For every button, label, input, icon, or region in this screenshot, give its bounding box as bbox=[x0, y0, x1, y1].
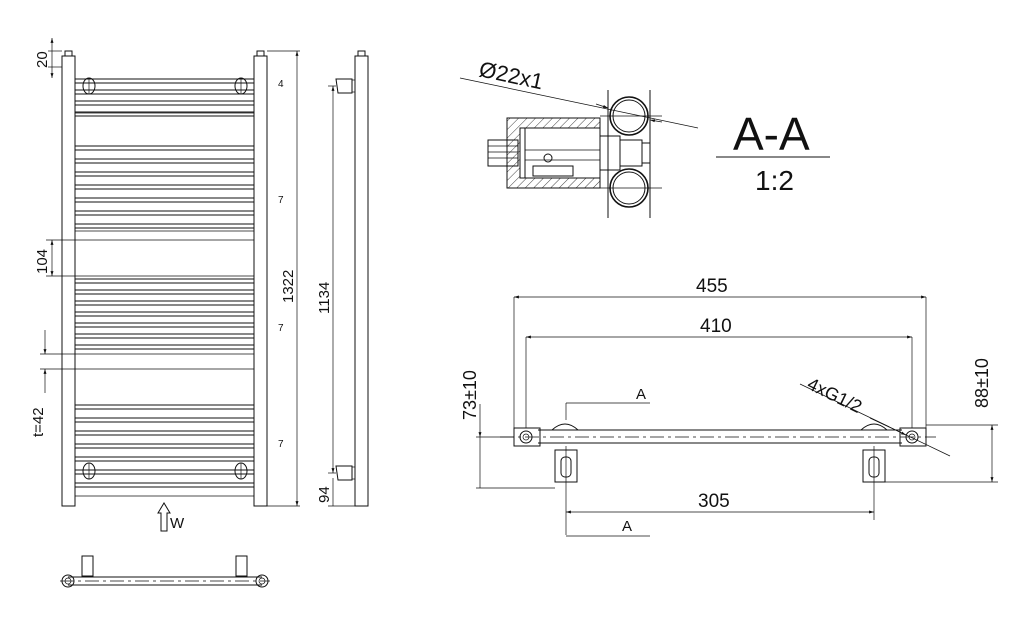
connection-port-right bbox=[899, 427, 927, 447]
dim-overall-width: 455 bbox=[696, 276, 728, 297]
mounting-hole-icon bbox=[234, 462, 248, 480]
flow-label: W bbox=[170, 515, 185, 532]
mounting-hole-icon bbox=[82, 462, 96, 480]
bar-count-group-4: 7 bbox=[278, 439, 284, 450]
dim-center-height: 1134 bbox=[316, 282, 333, 314]
mounting-hole-icon bbox=[234, 77, 248, 95]
connection-label: 4xG1/2 bbox=[804, 374, 865, 417]
bar-count-group-3: 7 bbox=[278, 323, 284, 334]
left-collector-tube bbox=[61, 55, 76, 507]
section-scale: 1:2 bbox=[755, 165, 794, 196]
mini-top-view bbox=[60, 555, 270, 588]
side-view: 1134 94 bbox=[316, 50, 369, 507]
dim-center-width: 410 bbox=[700, 316, 732, 337]
wall-bracket-right bbox=[860, 423, 888, 488]
dim-bottom-offset: 94 bbox=[316, 486, 333, 503]
wall-bracket-lower bbox=[335, 465, 355, 481]
bar-count-group-1: 4 bbox=[278, 79, 284, 90]
dim-left-depth: 73±10 bbox=[460, 370, 480, 420]
connection-port-left bbox=[513, 427, 541, 447]
section-title: A-A bbox=[733, 108, 810, 160]
mounting-hole-icon bbox=[82, 77, 96, 95]
side-collector-tube bbox=[354, 55, 369, 507]
dim-top-offset: 20 bbox=[34, 51, 51, 68]
heating-bars bbox=[75, 78, 254, 497]
section-view: Ø22x1 A-A 1:2 bbox=[459, 56, 830, 218]
dim-bar-gap: 104 bbox=[34, 249, 51, 274]
wall-bracket-upper bbox=[335, 78, 355, 94]
dim-right-depth: 88±10 bbox=[972, 358, 992, 408]
front-view: 20 104 t=42 4 7 7 7 1322 W bbox=[30, 38, 300, 532]
cut-marker-lower: A bbox=[622, 518, 632, 535]
top-view: 455 410 305 A A 73±10 88±10 4xG1/2 bbox=[460, 276, 998, 537]
bar-count-group-2: 7 bbox=[278, 195, 284, 206]
wall-bracket-left bbox=[551, 423, 579, 488]
dim-total-height: 1322 bbox=[280, 270, 297, 303]
flow-arrow-icon bbox=[157, 502, 171, 532]
cut-marker-upper: A bbox=[636, 386, 646, 403]
dim-connection-spacing: 305 bbox=[698, 491, 730, 512]
right-collector-tube bbox=[253, 55, 268, 507]
dim-pitch: t=42 bbox=[30, 407, 47, 437]
